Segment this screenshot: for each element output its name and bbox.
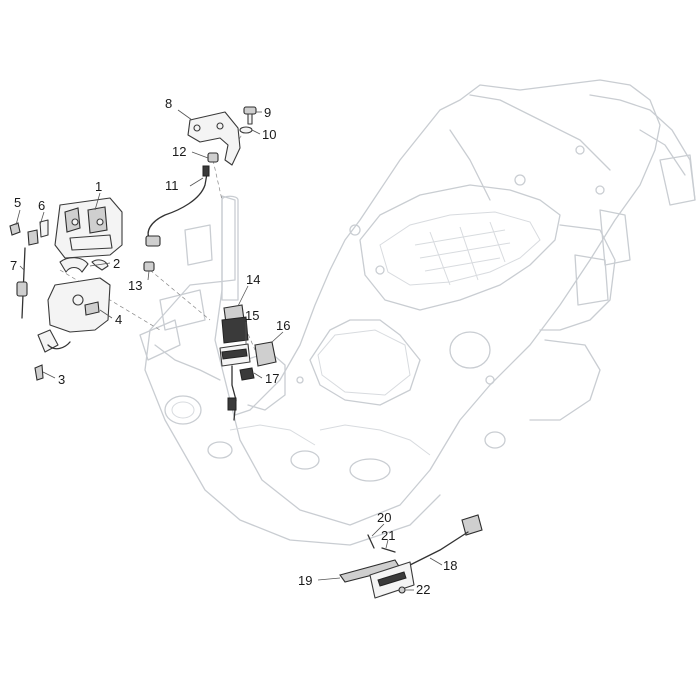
callout-4: 4 <box>115 312 122 327</box>
part-17-connector[interactable] <box>239 367 255 381</box>
part-5-screw[interactable] <box>9 222 21 236</box>
callout-1: 1 <box>95 179 102 194</box>
callout-21: 21 <box>381 528 395 543</box>
part-1-actuator[interactable] <box>54 197 123 259</box>
part-20-pin[interactable] <box>367 534 375 549</box>
callout-5: 5 <box>14 195 21 210</box>
part-7-rod[interactable] <box>16 247 28 319</box>
part-11-sensor-cable[interactable] <box>145 165 210 247</box>
part-16-cover[interactable] <box>254 341 277 367</box>
callout-20: 20 <box>377 510 391 525</box>
callout-3: 3 <box>58 372 65 387</box>
part-2-clamp[interactable] <box>59 257 109 273</box>
callout-19: 19 <box>298 573 312 588</box>
part-10-washer[interactable] <box>239 126 253 134</box>
callout-labels: 1 2 3 4 5 6 7 8 9 10 11 12 13 14 15 16 1… <box>10 96 457 597</box>
callout-15: 15 <box>245 308 259 323</box>
callout-10: 10 <box>262 127 276 142</box>
callout-14: 14 <box>246 272 260 287</box>
part-19-housing[interactable] <box>339 559 415 599</box>
part-14-relay[interactable] <box>221 304 249 344</box>
callout-6: 6 <box>38 198 45 213</box>
callout-18: 18 <box>443 558 457 573</box>
callout-8: 8 <box>165 96 172 111</box>
scooter-frame <box>139 79 696 546</box>
part-13-nut[interactable] <box>143 261 155 272</box>
part-8-bracket[interactable] <box>187 111 241 166</box>
callout-13: 13 <box>128 278 142 293</box>
callout-7: 7 <box>10 258 17 273</box>
part-12-grommet[interactable] <box>207 152 219 163</box>
part-6-clip[interactable] <box>27 219 49 246</box>
part-4-plate[interactable] <box>37 277 111 353</box>
callout-16: 16 <box>276 318 290 333</box>
callout-22: 22 <box>416 582 430 597</box>
callout-12: 12 <box>172 144 186 159</box>
part-22-nut[interactable] <box>398 586 406 594</box>
part-3-screw[interactable] <box>34 364 44 381</box>
callout-11: 11 <box>165 178 179 193</box>
reference-lines <box>59 129 256 351</box>
part-9-screw[interactable] <box>243 106 257 125</box>
part-21-screw[interactable] <box>381 547 396 553</box>
part-15-holder[interactable] <box>219 343 251 421</box>
callout-9: 9 <box>264 105 271 120</box>
callout-2: 2 <box>113 256 120 271</box>
callout-17: 17 <box>265 371 279 386</box>
leader-lines <box>15 109 443 591</box>
